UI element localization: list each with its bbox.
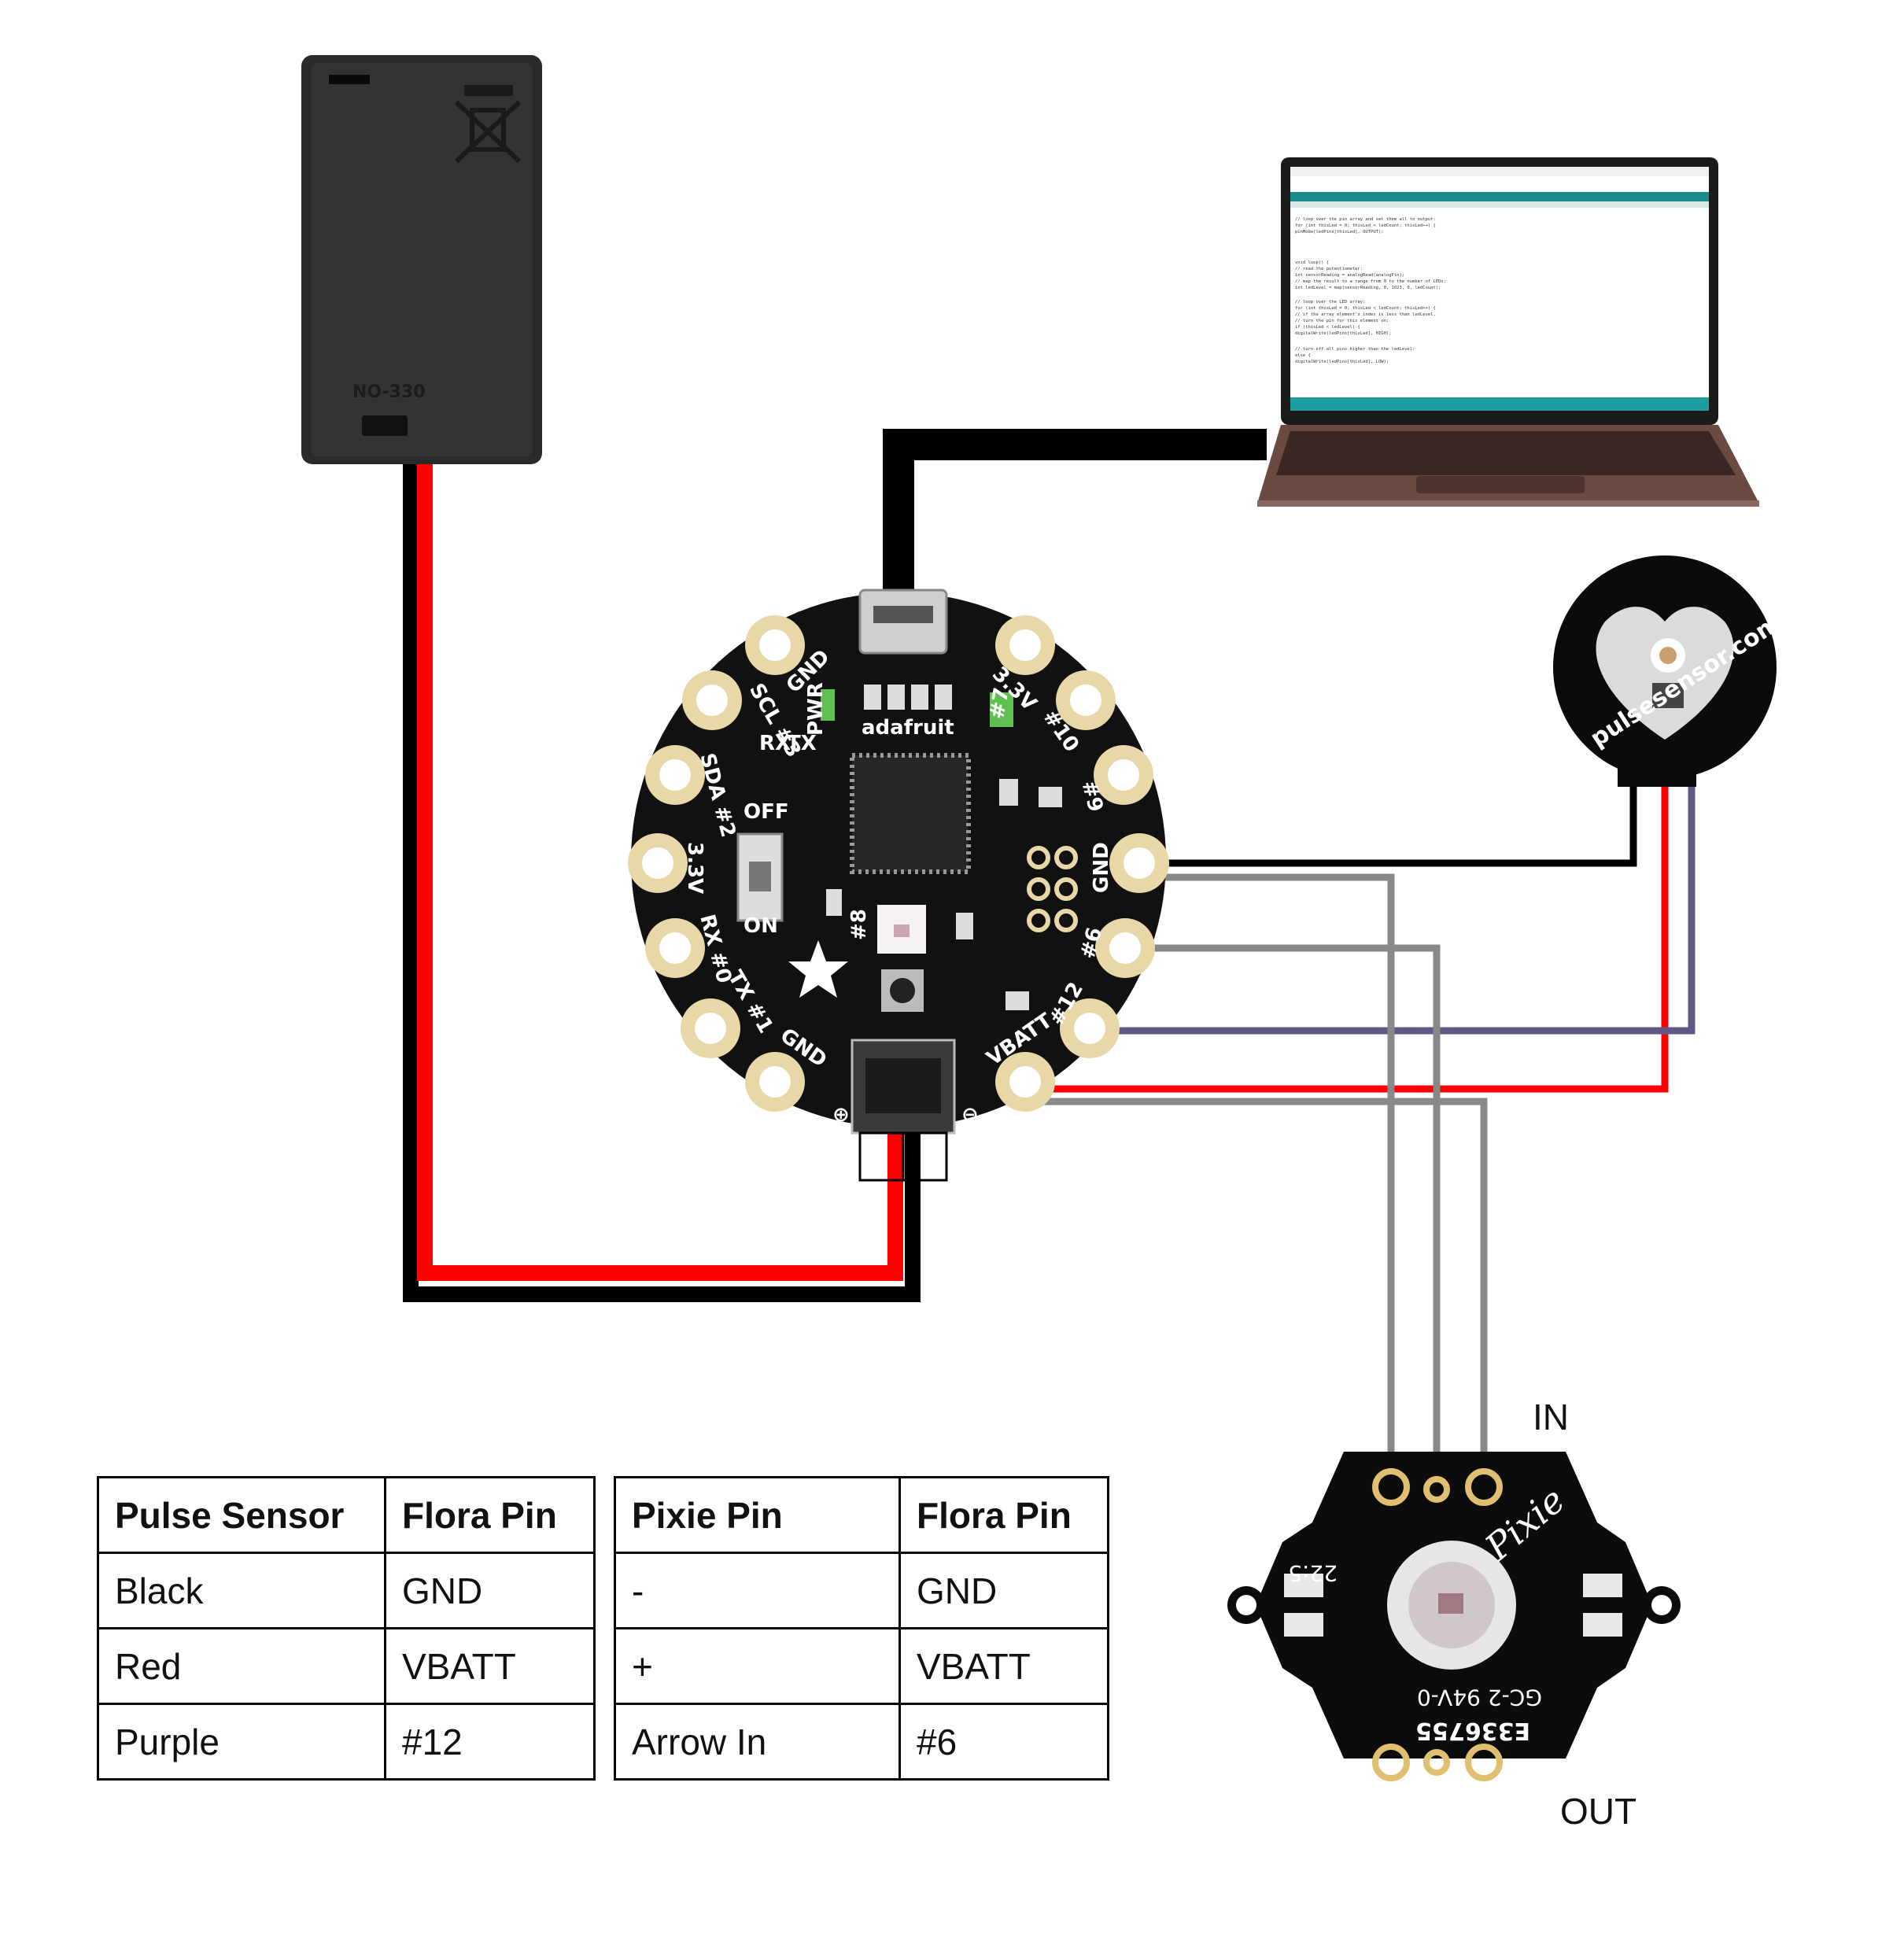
heart-icon bbox=[1596, 607, 1734, 740]
board-label: RX bbox=[759, 732, 791, 755]
board-label: ON bbox=[744, 914, 778, 938]
table-row: Arrow In #6 bbox=[614, 1703, 1109, 1781]
pulse-black-wire bbox=[1163, 771, 1637, 867]
svg-text:// turn off all pins higher th: // turn off all pins higher than the led… bbox=[1295, 347, 1415, 352]
pulse-sensor-table: Pulse Sensor Flora Pin Black GND Red VBA… bbox=[97, 1476, 596, 1781]
svg-text:else {: else { bbox=[1295, 353, 1311, 358]
table-cell: #6 bbox=[898, 1703, 1109, 1781]
svg-text:for (int thisLed = 0; thisLed: for (int thisLed = 0; thisLed < ledCount… bbox=[1295, 223, 1436, 228]
brand-label: adafruit bbox=[862, 716, 954, 740]
battery-black-wire bbox=[403, 459, 921, 1302]
pulse-sensor: pulsesensor.com bbox=[1553, 555, 1786, 787]
pixie-code: E336755 bbox=[1415, 1717, 1530, 1744]
pulse-purple-wire bbox=[1090, 771, 1696, 1035]
table-cell: - bbox=[614, 1552, 901, 1629]
table-cell: Arrow In bbox=[614, 1703, 901, 1781]
svg-text:int sensorReading = analogRead: int sensorReading = analogRead(analogPin… bbox=[1295, 273, 1404, 278]
column-header: Flora Pin bbox=[898, 1476, 1109, 1554]
svg-text:// if the array element's inde: // if the array element's index is less … bbox=[1295, 312, 1436, 317]
board-label: PWR bbox=[804, 682, 828, 736]
pixie-data-wire bbox=[1141, 944, 1441, 1487]
table-cell: GND bbox=[898, 1552, 1109, 1629]
pulse-red-wire bbox=[1040, 771, 1669, 1093]
icsp-header bbox=[1027, 846, 1078, 932]
table-cell: GND bbox=[384, 1552, 596, 1629]
table-cell: #12 bbox=[384, 1703, 596, 1781]
pixie-led: Pixie 22:5 GC-2 94V-0 E336755 bbox=[1227, 1452, 1681, 1781]
svg-text:if (thisLed < ledLevel) {: if (thisLed < ledLevel) { bbox=[1295, 325, 1360, 330]
table-cell: + bbox=[614, 1627, 901, 1705]
pixie-code: 22:5 bbox=[1288, 1560, 1338, 1586]
column-header: Pixie Pin bbox=[614, 1476, 901, 1554]
column-header: Pulse Sensor bbox=[97, 1476, 386, 1554]
svg-text:// loop over the LED array:: // loop over the LED array: bbox=[1295, 300, 1365, 304]
pixie-wires bbox=[1027, 873, 1488, 1487]
table-row: Purple #12 bbox=[97, 1703, 596, 1781]
pad-label: 3.3V bbox=[683, 842, 707, 894]
pixie-pads bbox=[1372, 1468, 1503, 1781]
pad-label: GND bbox=[1090, 842, 1113, 893]
table-cell: VBATT bbox=[384, 1627, 596, 1705]
ide-code: // loop over the pin array and set them … bbox=[1295, 217, 1446, 364]
microcontroller-chip bbox=[850, 753, 971, 874]
table-cell: Purple bbox=[97, 1703, 386, 1781]
battery-wires bbox=[403, 459, 921, 1302]
flora-board: adafruit GND 3.3V #10 #9 GND #6 #12 VBAT… bbox=[628, 589, 1169, 1182]
svg-text:digitalWrite(ledPins[thisLed],: digitalWrite(ledPins[thisLed], LOW); bbox=[1295, 360, 1389, 364]
svg-text:⊖: ⊖ bbox=[961, 1103, 979, 1127]
usb-cable bbox=[883, 429, 1267, 590]
pixie-vbatt-wire bbox=[1027, 1098, 1488, 1487]
table-row: Black GND bbox=[97, 1552, 596, 1629]
table-cell: VBATT bbox=[898, 1627, 1109, 1705]
table-row: - GND bbox=[614, 1552, 1109, 1629]
table-cell: Red bbox=[97, 1627, 386, 1705]
adafruit-star-icon bbox=[788, 940, 848, 998]
svg-text:for (int thisLed = 0; thisLed: for (int thisLed = 0; thisLed < ledCount… bbox=[1295, 306, 1436, 311]
laptop: // loop over the pin array and set them … bbox=[1257, 157, 1759, 507]
board-label: OFF bbox=[744, 800, 789, 824]
table-row: Red VBATT bbox=[97, 1627, 596, 1705]
svg-text:// turn the pin for this eleme: // turn the pin for this element on: bbox=[1295, 319, 1389, 323]
svg-text:digitalWrite(ledPins[thisLed],: digitalWrite(ledPins[thisLed], HIGH); bbox=[1295, 331, 1392, 336]
svg-text:⊕: ⊕ bbox=[832, 1103, 850, 1127]
svg-text:pinMode(ledPins[thisLed], OUTP: pinMode(ledPins[thisLed], OUTPUT); bbox=[1295, 230, 1384, 234]
board-label: #8 bbox=[847, 909, 871, 940]
battery-model-label: NO-330 bbox=[352, 382, 426, 402]
pixie-in-label: IN bbox=[1533, 1397, 1569, 1437]
pulse-sensor-wires bbox=[1040, 771, 1696, 1093]
table-cell: Black bbox=[97, 1552, 386, 1629]
recycle-bin-icon bbox=[454, 100, 522, 164]
table-row: + VBATT bbox=[614, 1627, 1109, 1705]
svg-text:// map the result to a range f: // map the result to a range from 0 to t… bbox=[1295, 279, 1446, 284]
pixie-table: Pixie Pin Flora Pin - GND + VBATT Arrow … bbox=[614, 1476, 1109, 1781]
pixie-out-label: OUT bbox=[1560, 1791, 1637, 1832]
battery-pack: NO-330 bbox=[301, 55, 542, 464]
pixie-gnd-wire bbox=[1163, 873, 1395, 1487]
battery-red-wire bbox=[417, 459, 903, 1281]
board-label: TX bbox=[787, 732, 817, 755]
battery-switch[interactable] bbox=[362, 415, 408, 436]
svg-text:int ledLevel = map(sensorReadi: int ledLevel = map(sensorReading, 0, 102… bbox=[1295, 286, 1441, 290]
table-header-row: Pixie Pin Flora Pin bbox=[614, 1476, 1109, 1554]
svg-text:// loop over the pin array and: // loop over the pin array and set them … bbox=[1295, 217, 1436, 222]
column-header: Flora Pin bbox=[384, 1476, 596, 1554]
svg-text:// read the potentiometer:: // read the potentiometer: bbox=[1295, 267, 1363, 271]
pixie-code: GC-2 94V-0 bbox=[1417, 1685, 1542, 1711]
board-label: #7 bbox=[985, 686, 1013, 721]
svg-text:void loop() {: void loop() { bbox=[1295, 260, 1329, 265]
table-header-row: Pulse Sensor Flora Pin bbox=[97, 1476, 596, 1554]
